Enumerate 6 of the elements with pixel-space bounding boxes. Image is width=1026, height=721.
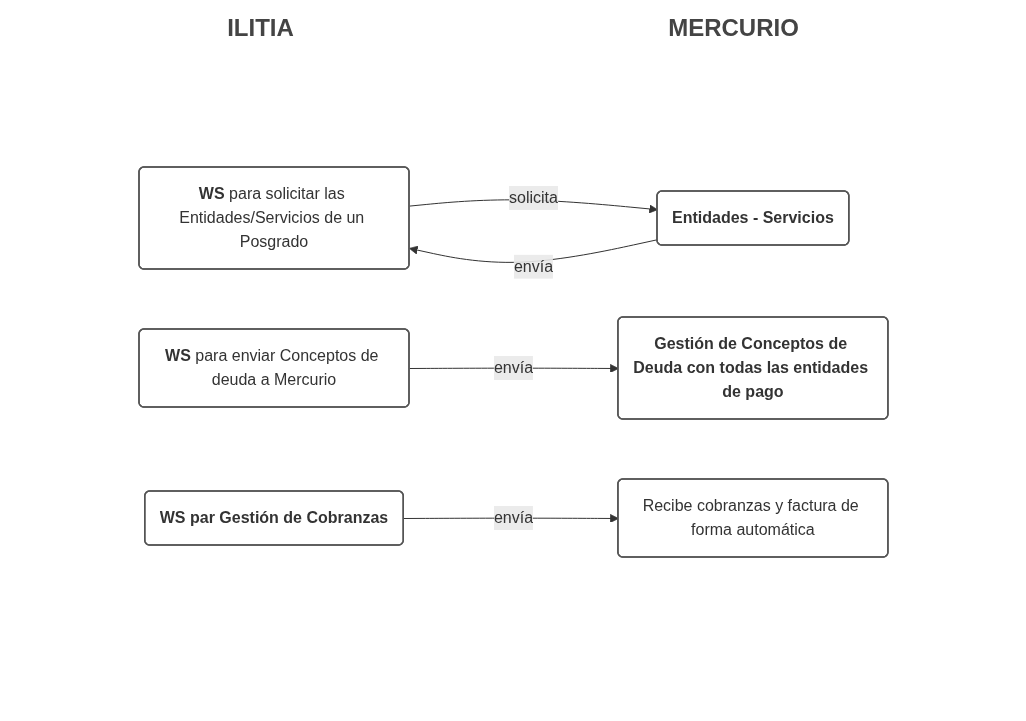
edge-label: envía (493, 359, 533, 376)
edge-label: solicita (508, 188, 558, 206)
column-heading: ILITIA (227, 14, 294, 42)
edge-label: envía (513, 257, 553, 275)
column-heading: MERCURIO (668, 14, 799, 42)
edge-label: envía (493, 509, 533, 526)
